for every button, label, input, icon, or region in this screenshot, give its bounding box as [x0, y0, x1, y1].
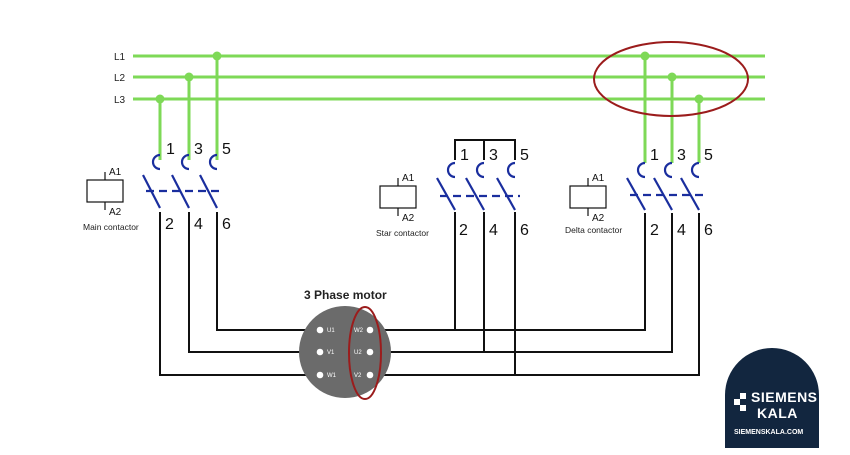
contact-arc [151, 153, 161, 171]
motor-terminal-dot [316, 371, 324, 379]
motor-terminal-w1: W1 [327, 373, 337, 379]
logo-name-line1: SIEMENS [751, 389, 818, 405]
logo-url: SIEMENSKALA.COM [734, 429, 803, 436]
label-l3: L3 [114, 95, 126, 106]
star-terminal-1: 1 [460, 147, 469, 164]
delta-terminal-4: 4 [677, 222, 686, 239]
motor-highlight-ring [348, 306, 382, 400]
motor-terminal-v2: V2 [354, 373, 362, 379]
coil-main [86, 179, 124, 203]
star-terminal-3: 3 [489, 147, 498, 164]
contact-arc [208, 153, 218, 171]
contact-blade [436, 177, 456, 211]
contact-arc [180, 153, 190, 171]
contactor-main-poles [142, 153, 222, 209]
logo-mark [734, 393, 746, 411]
supply-junctions [155, 51, 704, 104]
main-terminal-2: 2 [165, 216, 174, 233]
contact-blade [465, 177, 485, 211]
contact-arc [663, 161, 673, 179]
coil-star [379, 185, 417, 209]
main-coil-a1: A1 [109, 167, 122, 178]
contact-blade [171, 174, 190, 209]
junction-dot [640, 51, 650, 61]
supply-lines [133, 54, 765, 101]
logo-name-line2: KALA [757, 405, 798, 421]
wire-main-6-u1 [216, 212, 321, 331]
junction-dot [667, 72, 677, 82]
motor-terminal-dot [366, 326, 374, 334]
label-l2: L2 [114, 73, 126, 84]
junction-dot [694, 94, 704, 104]
main-contactor-caption: Main contactor [83, 222, 139, 232]
junction-dot [212, 51, 222, 61]
star-coil-a1: A1 [402, 173, 415, 184]
wire-w2-delta-2 [370, 213, 646, 331]
contact-arc [446, 161, 456, 179]
contactor-delta-poles [626, 161, 703, 211]
wire-u2-delta-4 [370, 213, 673, 353]
star-terminal-6: 6 [520, 222, 529, 239]
contact-arc [475, 161, 485, 179]
contact-arc [636, 161, 646, 179]
delta-coil-a2: A2 [592, 213, 605, 224]
motor-title: 3 Phase motor [304, 288, 387, 302]
delta-terminal-3: 3 [677, 147, 686, 164]
main-terminal-5: 5 [222, 141, 231, 158]
motor-terminal-dot [366, 348, 374, 356]
delta-coil-a1: A1 [592, 173, 605, 184]
motor-terminal-dot [366, 371, 374, 379]
label-l1: L1 [114, 52, 126, 63]
contact-blade [199, 174, 218, 209]
star-terminal-5: 5 [520, 147, 529, 164]
motor-terminal-u2: U2 [354, 350, 362, 356]
delta-terminal-5: 5 [704, 147, 713, 164]
logo-background [725, 348, 819, 448]
coil-leads [104, 172, 589, 216]
junction-dot [184, 72, 194, 82]
contact-blade [496, 177, 516, 211]
main-coil-a2: A2 [109, 207, 122, 218]
logo-square [734, 399, 740, 405]
motor-terminal-v1: V1 [327, 350, 335, 356]
star-coil-a2: A2 [402, 213, 415, 224]
main-terminal-3: 3 [194, 141, 203, 158]
contactor-star-poles [436, 161, 520, 211]
contact-arc [690, 161, 700, 179]
main-terminal-6: 6 [222, 216, 231, 233]
main-terminal-1: 1 [166, 141, 175, 158]
wire-main-2-w1 [159, 212, 321, 376]
coil-delta [569, 185, 607, 209]
star-contactor-caption: Star contactor [376, 228, 429, 238]
delta-terminal-1: 1 [650, 147, 659, 164]
main-terminal-4: 4 [194, 216, 203, 233]
star-terminal-4: 4 [489, 222, 498, 239]
coils [86, 179, 607, 209]
siemenskala-logo: SIEMENS KALA SIEMENSKALA.COM [725, 348, 819, 448]
wire-v2-delta-6 [370, 213, 700, 376]
delta-contactor-caption: Delta contactor [565, 225, 622, 235]
power-wiring [159, 139, 700, 376]
contact-arc [506, 161, 516, 179]
wire-main-4-v1 [188, 212, 321, 353]
logo-square [740, 405, 746, 411]
delta-terminal-6: 6 [704, 222, 713, 239]
delta-terminal-2: 2 [650, 222, 659, 239]
logo-square [740, 393, 746, 399]
motor-terminal-dot [316, 326, 324, 334]
motor-terminal-dot [316, 348, 324, 356]
star-terminal-2: 2 [459, 222, 468, 239]
motor-terminal-u1: U1 [327, 328, 335, 334]
junction-dot [155, 94, 165, 104]
motor-terminal-dots [316, 326, 374, 379]
motor-terminal-w2: W2 [354, 328, 364, 334]
supply-highlight-ring [593, 41, 749, 117]
supply-drops [158, 56, 701, 163]
